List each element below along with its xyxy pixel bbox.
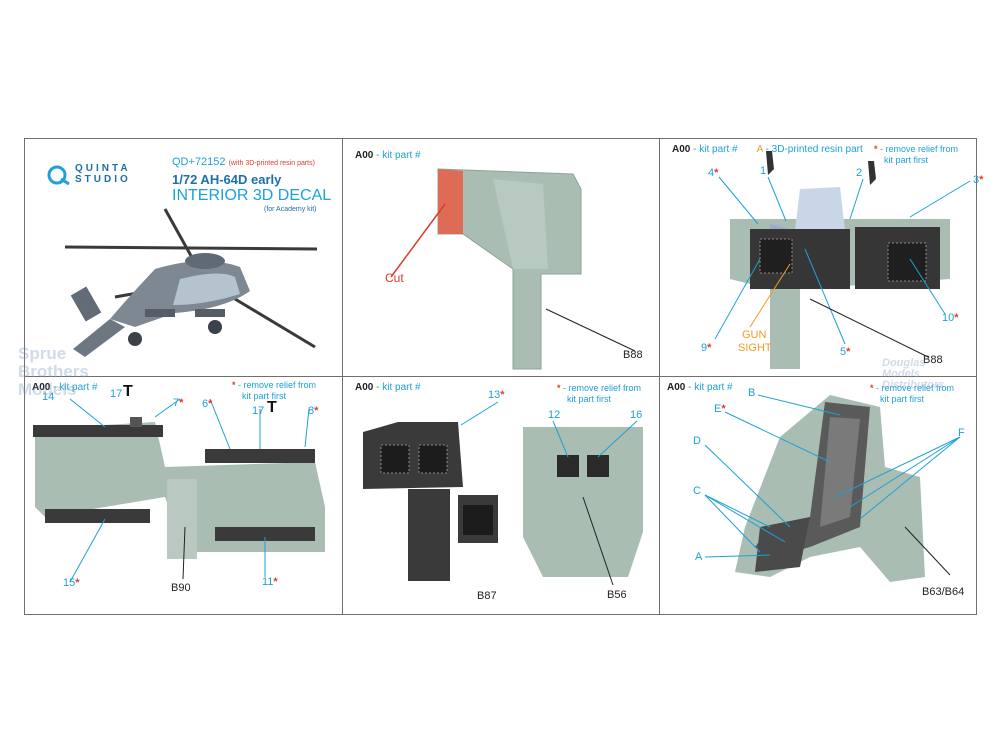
callout-6: 6*	[202, 398, 213, 410]
callout-4: 4*	[708, 167, 719, 179]
callout-12: 12	[548, 409, 561, 421]
legend-kit-part: A00 - kit part #	[667, 382, 733, 393]
callout-10: 10*	[942, 312, 959, 324]
callout-c: C	[693, 485, 701, 497]
panel-b88-a: A00 - kit part # Cut B88	[343, 139, 659, 376]
legend-kit-part: A00 - kit part #	[355, 150, 421, 161]
gun-sight-label: GUN SIGHT	[738, 329, 772, 354]
side-consoles-b90	[33, 398, 325, 583]
callout-5: 5*	[840, 346, 851, 358]
part-label: B88	[623, 349, 643, 361]
product-name: INTERIOR 3D DECAL	[172, 187, 332, 204]
seat-assembly	[704, 394, 961, 582]
callout-8: 8*	[308, 405, 319, 417]
kit-note: (for Academy kit)	[264, 206, 317, 213]
callout-d: D	[693, 435, 701, 447]
callout-9: 9*	[701, 342, 712, 354]
panel-b88-b: A00 - kit part # A - 3D-printed resin pa…	[660, 139, 983, 376]
helicopter-illustration	[64, 208, 318, 357]
quinta-studio-logo-icon	[47, 165, 70, 186]
resin-part-b88	[390, 168, 636, 370]
instrument-panels	[363, 401, 643, 586]
legend-remove-relief: * - remove relief from kit part first	[870, 383, 955, 404]
part-label: B88	[923, 354, 943, 366]
watermark-right: Douglas Models Distributors	[882, 357, 945, 391]
callout-17b: 17	[252, 405, 265, 417]
product-code: QD+72152 (with 3D-printed resin parts)	[172, 156, 315, 168]
legend-remove-relief: * - remove relief from kit part first	[874, 144, 959, 165]
callout-a: A	[695, 551, 703, 563]
watermark-left: Sprue Brothers Models	[18, 344, 89, 399]
t-symbol-icon: T	[267, 399, 277, 416]
t-symbol-icon: T	[123, 383, 133, 400]
legend-kit-part: A00 - kit part #	[32, 382, 98, 393]
panel-seat-b63: A00 - kit part # * - remove relief from …	[660, 377, 976, 614]
legend-remove-relief: * - remove relief from kit part first	[232, 380, 317, 401]
callout-f: F	[958, 427, 965, 439]
cockpit-panel-assembly	[714, 151, 971, 369]
legend-kit-part: A00 - kit part #	[355, 382, 421, 393]
part-label: B63/B64	[922, 586, 965, 598]
panel-b90: A00 - kit part # * - remove relief from …	[25, 377, 342, 614]
callout-b: B	[748, 387, 756, 399]
callout-1: 1	[760, 165, 767, 177]
callout-3: 3*	[973, 174, 984, 186]
legend-row: A00 - kit part # A - 3D-printed resin pa…	[672, 144, 863, 155]
panel-divider	[25, 376, 976, 377]
callout-14: 14	[42, 391, 55, 403]
callout-e: E*	[714, 403, 726, 415]
callout-11: 11*	[262, 576, 278, 588]
brand-line2: STUDIO	[75, 174, 131, 185]
cut-label: Cut	[385, 271, 404, 285]
scale-model: 1/72 AH-64D early	[172, 172, 282, 187]
callout-7: 7*	[173, 397, 184, 409]
part-label-b87: B87	[477, 590, 497, 602]
callout-13: 13*	[488, 389, 505, 401]
callout-17a: 17	[110, 388, 123, 400]
panel-b87-b56: A00 - kit part # * - remove relief from …	[343, 377, 659, 614]
callout-16: 16	[630, 409, 643, 421]
brand-line1: QUINTA	[75, 163, 131, 174]
resin-note: (with 3D-printed resin parts)	[228, 160, 315, 167]
callout-15: 15*	[63, 577, 80, 589]
instruction-sheet: QUINTA STUDIO QD+72152 (with 3D-printed …	[24, 138, 983, 615]
callout-2: 2	[856, 167, 863, 179]
title-panel: QUINTA STUDIO QD+72152 (with 3D-printed …	[25, 139, 342, 376]
legend-remove-relief: * - remove relief from kit part first	[557, 383, 642, 404]
part-label-b56: B56	[607, 589, 627, 601]
part-label: B90	[171, 582, 191, 594]
